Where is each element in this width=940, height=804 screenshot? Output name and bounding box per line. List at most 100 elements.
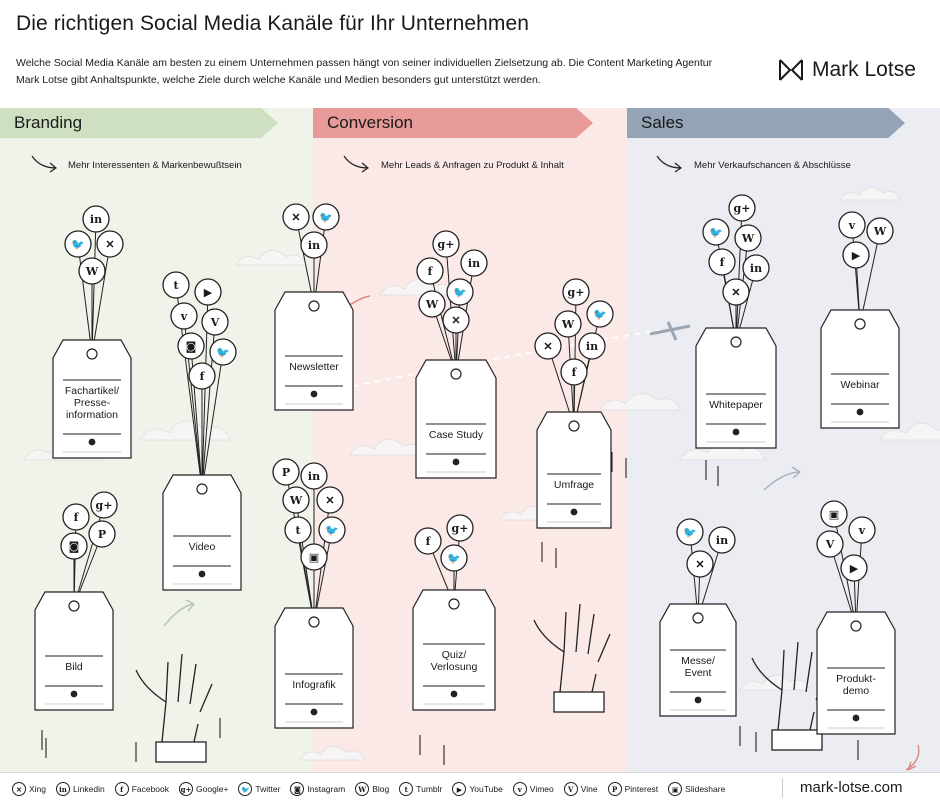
svg-text:g+: g+ <box>96 499 113 512</box>
instagram-icon: ◙ <box>60 532 88 560</box>
balloon-string <box>295 216 315 307</box>
price-tag: Produkt-demo▣vV▶ <box>816 500 896 735</box>
svg-text:▶: ▶ <box>852 249 861 262</box>
cloud <box>349 438 426 456</box>
svg-text:f: f <box>426 535 432 548</box>
goal-sales: Mehr Verkaufschancen & Abschlüsse <box>694 160 851 171</box>
xing-icon: ✕ <box>442 306 470 334</box>
balloon-string <box>297 529 315 623</box>
logo-mark-icon <box>779 59 803 81</box>
arrow-icon <box>656 155 683 173</box>
svg-text:P: P <box>98 528 106 541</box>
xing-icon: ✕ <box>282 203 310 231</box>
facebook-icon: f <box>560 358 588 386</box>
svg-text:t: t <box>295 524 301 537</box>
tag-label: Quiz/ <box>442 649 467 661</box>
svg-text:V: V <box>825 538 835 551</box>
linkedin-icon: in <box>460 249 488 277</box>
legend-label: Instagram <box>307 784 346 794</box>
tag-label: Infografik <box>292 679 336 691</box>
svg-text:in: in <box>308 239 320 252</box>
arrow-icon <box>343 155 370 173</box>
vimeo-icon: v <box>838 211 866 239</box>
youtube-icon: ▶ <box>194 278 222 306</box>
cloud <box>379 278 456 296</box>
tag-hole <box>450 368 462 380</box>
page-title: Die richtigen Social Media Kanäle für Ih… <box>16 12 530 35</box>
logo: Mark Lotse <box>778 58 916 82</box>
tag-hole <box>850 620 862 632</box>
svg-text:W: W <box>425 298 439 311</box>
banner-conversion: Conversion <box>313 108 593 138</box>
svg-text:f: f <box>572 366 578 379</box>
tag-hole <box>308 616 320 628</box>
svg-text:W: W <box>873 225 887 238</box>
svg-text:🐦: 🐦 <box>453 286 467 299</box>
arrow-up-icon <box>570 508 578 516</box>
tag-label: Messe/ <box>681 655 715 667</box>
cloud <box>235 249 307 266</box>
linkedin-icon: in <box>742 254 770 282</box>
vimeo-icon: v <box>170 302 198 330</box>
svg-text:P: P <box>282 466 290 479</box>
goal-conversion: Mehr Leads & Anfragen zu Produkt & Inhal… <box>381 160 564 171</box>
tag-hole <box>692 612 704 624</box>
legend-item: ▣Slideshare <box>668 782 725 796</box>
svg-text:◙: ◙ <box>186 340 197 353</box>
blog-icon: W <box>355 782 370 796</box>
twitter-icon: 🐦 <box>440 544 468 572</box>
blog-icon: W <box>282 486 310 514</box>
googleplus-icon: g+ <box>90 491 118 519</box>
arrow-up-icon <box>450 690 458 698</box>
facebook-icon: f <box>188 362 216 390</box>
cloud <box>299 745 366 761</box>
cloud <box>879 422 940 441</box>
hand-illustration <box>751 641 829 751</box>
hand-illustration <box>135 653 213 763</box>
arrow-up-icon <box>452 458 460 466</box>
facebook-icon: f <box>414 527 442 555</box>
svg-text:▶: ▶ <box>204 286 213 299</box>
balloon-string <box>201 351 224 490</box>
xing-icon: ✕ <box>534 332 562 360</box>
tag-hole <box>568 420 580 432</box>
svg-text:W: W <box>561 318 575 331</box>
tag-label: Whitepaper <box>709 399 763 411</box>
svg-text:🐦: 🐦 <box>683 526 697 539</box>
slideshare-icon: ▣ <box>668 782 683 796</box>
price-tag: Newsletter✕🐦in <box>274 203 354 411</box>
tumblr-icon: t <box>399 782 414 796</box>
linkedin-icon: in <box>578 332 606 360</box>
tag-hole <box>308 300 320 312</box>
arrow-icon <box>163 599 195 627</box>
youtube-icon: ▶ <box>840 554 868 582</box>
svg-text:f: f <box>74 511 80 524</box>
xing-icon: ✕ <box>722 278 750 306</box>
svg-text:W: W <box>289 494 303 507</box>
cloud <box>599 392 681 411</box>
blog-icon: W <box>734 224 762 252</box>
balloon-string <box>313 216 327 307</box>
svg-text:▶: ▶ <box>850 562 859 575</box>
svg-text:✕: ✕ <box>325 494 334 507</box>
svg-text:in: in <box>750 262 762 275</box>
pinterest-icon: P <box>272 458 300 486</box>
svg-text:f: f <box>428 265 434 278</box>
tag-hole <box>854 318 866 330</box>
xing-icon: ✕ <box>686 550 714 578</box>
tag-label: Umfrage <box>554 479 594 491</box>
website-link[interactable]: mark-lotse.com <box>800 779 903 796</box>
tag-body <box>820 309 900 429</box>
googleplus-icon: g+ <box>432 230 460 258</box>
tumblr-icon: t <box>284 516 312 544</box>
price-tag: Messe/Event🐦in✕ <box>659 518 737 717</box>
balloon-string <box>77 243 93 355</box>
legend-label: Tumblr <box>416 784 443 794</box>
arrow-up-icon <box>88 438 96 446</box>
